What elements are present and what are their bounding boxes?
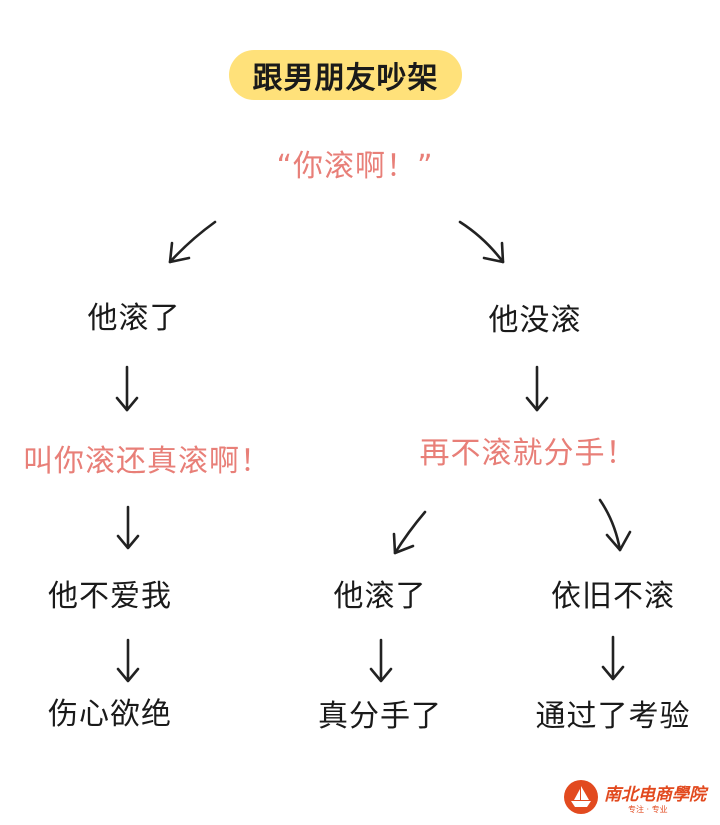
arrow-root-right	[458, 220, 505, 264]
arrow-left-2	[116, 505, 140, 550]
node-left-1: 他滚了	[87, 301, 181, 336]
node-right-4: 通过了考验	[535, 699, 691, 734]
node-right-3: 依旧不滚	[551, 579, 675, 614]
node-mid-4: 真分手了	[318, 699, 442, 734]
arrow-left-1	[115, 365, 139, 412]
title-badge: 跟男朋友吵架	[229, 50, 462, 100]
node-left-4: 伤心欲绝	[48, 697, 172, 732]
node-left-3: 他不爱我	[48, 579, 172, 614]
watermark-logo: 南北电商學院 专注 · 专业	[564, 776, 714, 820]
node-left-2: 叫你滚还真滚啊！	[23, 444, 271, 479]
node-right-2: 再不滚就分手！	[419, 436, 637, 471]
arrow-right-3	[601, 635, 625, 681]
arrow-mid-3	[369, 638, 393, 683]
logo-name: 南北电商學院	[604, 785, 706, 805]
node-root: “你滚啊！”	[276, 149, 434, 184]
arrow-split-right	[598, 498, 632, 552]
arrow-split-left	[392, 510, 427, 555]
arrow-left-3	[116, 638, 140, 683]
logo-tagline: 专注 · 专业	[628, 805, 668, 814]
arrow-root-left	[168, 220, 217, 264]
diagram-title: 跟男朋友吵架	[252, 61, 439, 96]
ship-logo-icon	[564, 780, 598, 814]
node-right-1: 他没滚	[488, 303, 582, 338]
node-mid-3: 他滚了	[333, 579, 427, 614]
arrow-right-1	[525, 365, 549, 412]
